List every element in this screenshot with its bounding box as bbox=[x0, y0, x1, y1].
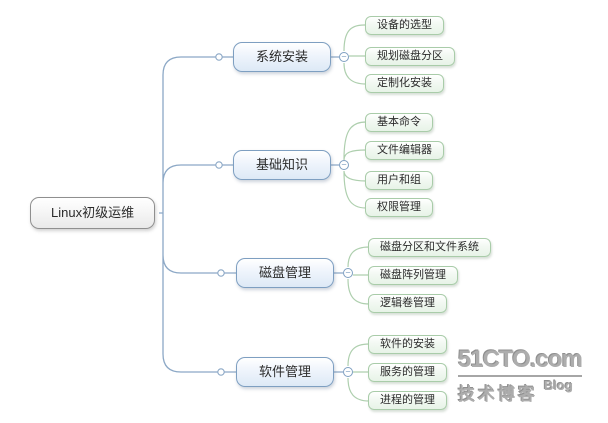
leaf-node[interactable]: 基本命令 bbox=[365, 113, 433, 132]
branch-node-software-management[interactable]: 软件管理 bbox=[236, 357, 335, 387]
minus-icon: − bbox=[341, 159, 347, 170]
leaf-node[interactable]: 磁盘分区和文件系统 bbox=[368, 238, 491, 257]
watermark-badge: Blog bbox=[544, 378, 573, 393]
leaf-node[interactable]: 权限管理 bbox=[365, 198, 433, 217]
leaf-node[interactable]: 逻辑卷管理 bbox=[368, 294, 447, 313]
watermark-row: 技术博客 Blog bbox=[458, 378, 582, 405]
collapse-toggle[interactable]: − bbox=[339, 52, 349, 62]
collapse-toggle[interactable]: − bbox=[339, 160, 349, 170]
leaf-node[interactable]: 软件的安装 bbox=[368, 335, 447, 354]
leaf-node[interactable]: 磁盘阵列管理 bbox=[368, 266, 458, 285]
collapse-toggle[interactable]: − bbox=[343, 268, 353, 278]
leaf-node[interactable]: 用户和组 bbox=[365, 171, 433, 190]
leaf-node[interactable]: 定制化安装 bbox=[365, 74, 444, 93]
root-node[interactable]: Linux初级运维 bbox=[30, 197, 156, 229]
branch-node-basic-knowledge[interactable]: 基础知识 bbox=[233, 150, 332, 180]
collapse-toggle[interactable]: − bbox=[343, 367, 353, 377]
watermark-tagline: 技术博客 bbox=[458, 385, 538, 404]
leaf-node[interactable]: 设备的选型 bbox=[365, 16, 444, 35]
branch-connector-paths bbox=[159, 56, 343, 373]
child-connector-paths bbox=[343, 24, 370, 402]
minus-icon: − bbox=[341, 51, 347, 62]
leaf-node[interactable]: 进程的管理 bbox=[368, 391, 447, 410]
minus-icon: − bbox=[345, 267, 351, 278]
leaf-node[interactable]: 文件编辑器 bbox=[365, 141, 444, 160]
watermark-logo: 51CTO.com bbox=[458, 346, 583, 377]
minus-icon: − bbox=[345, 366, 351, 377]
watermark: 51CTO.com 技术博客 Blog bbox=[458, 346, 583, 405]
branch-node-system-install[interactable]: 系统安装 bbox=[233, 42, 332, 72]
leaf-node[interactable]: 服务的管理 bbox=[368, 363, 447, 382]
leaf-node[interactable]: 规划磁盘分区 bbox=[365, 47, 455, 66]
branch-node-disk-management[interactable]: 磁盘管理 bbox=[236, 258, 335, 288]
connection-dots bbox=[215, 53, 225, 376]
